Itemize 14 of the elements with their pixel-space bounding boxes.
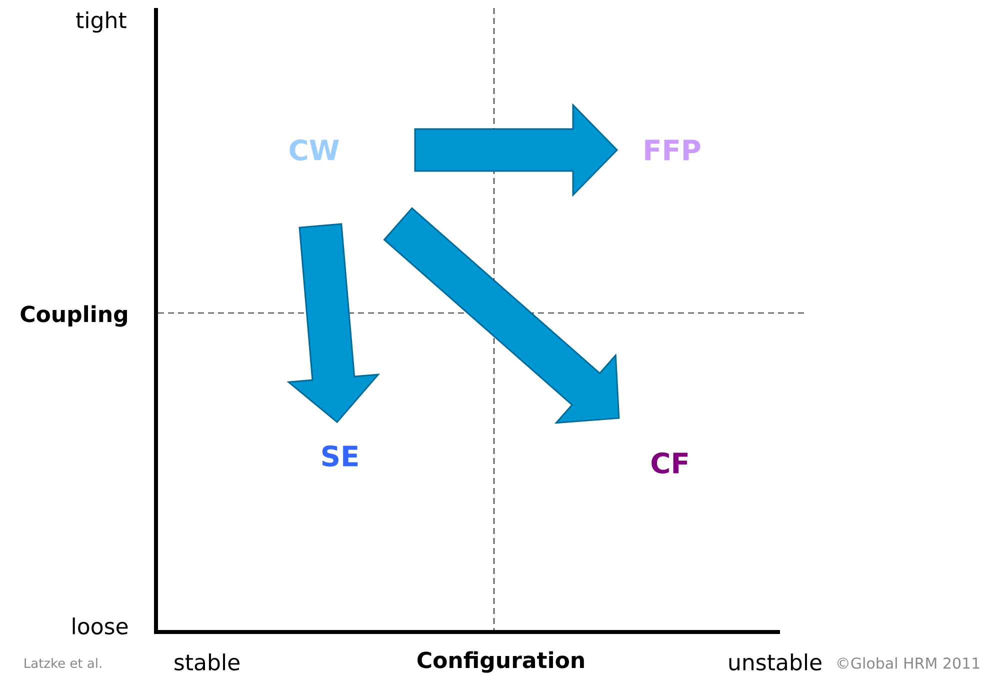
author-credit: Latzke et al. bbox=[24, 658, 102, 668]
axis-title: Coupling bbox=[20, 305, 127, 327]
block-arrow bbox=[286, 223, 380, 424]
category-label: FFP bbox=[645, 140, 700, 160]
category-label: CW bbox=[290, 139, 339, 161]
category-label: SE bbox=[322, 445, 358, 467]
block-arrow bbox=[414, 103, 618, 197]
axis-label: stable bbox=[174, 653, 240, 671]
category-label: CF bbox=[652, 452, 688, 474]
axis-label: loose bbox=[72, 617, 128, 635]
axis-label: tight bbox=[76, 11, 126, 33]
axis-label: unstable bbox=[729, 653, 822, 671]
axis-title: Configuration bbox=[418, 651, 584, 673]
copyright-note: ©Global HRM 2011 bbox=[837, 657, 980, 669]
